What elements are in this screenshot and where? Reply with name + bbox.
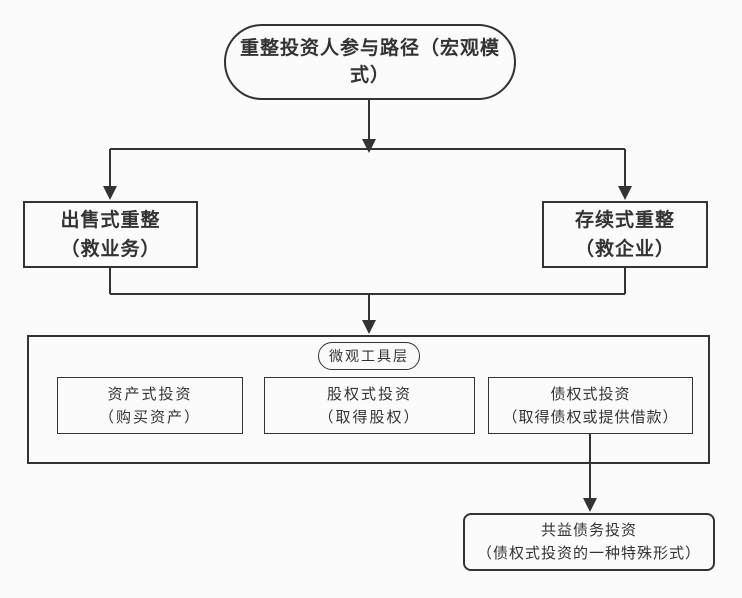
root-node: 重整投资人参与路径（宏观模 式） xyxy=(224,24,516,100)
sale-restructuring-sublabel: （救业务） xyxy=(60,237,161,260)
arrowhead-icon xyxy=(103,186,117,200)
arrowhead-icon xyxy=(362,139,376,153)
common-benefit-debt-label: 共益债务投资 xyxy=(540,521,637,539)
root-node-label-line2: 式） xyxy=(349,64,390,86)
going-concern-label: 存续式重整 xyxy=(574,208,675,231)
micro-tool-layer-label: 微观工具层 xyxy=(329,349,409,365)
asset-investment-sublabel: （购买资产） xyxy=(98,407,201,426)
arrowhead-icon xyxy=(618,186,632,200)
micro-tool-layer-badge: 微观工具层 xyxy=(318,342,420,370)
debt-investment-label: 债权式投资 xyxy=(550,384,631,403)
root-node-label-line1: 重整投资人参与路径（宏观模 xyxy=(239,37,500,59)
debt-investment-node: 债权式投资 （取得债权或提供借款） xyxy=(488,377,693,434)
going-concern-restructuring-node: 存续式重整 （救企业） xyxy=(542,201,708,268)
equity-investment-sublabel: （取得股权） xyxy=(318,407,421,426)
equity-investment-node: 股权式投资 （取得股权） xyxy=(264,377,475,434)
micro-tool-layer-container: 微观工具层 资产式投资 （购买资产） 股权式投资 （取得股权） 债权式投资 （取… xyxy=(27,335,710,464)
asset-investment-label: 资产式投资 xyxy=(107,384,193,403)
going-concern-sublabel: （救企业） xyxy=(574,237,675,260)
asset-investment-node: 资产式投资 （购买资产） xyxy=(57,377,243,434)
sale-restructuring-label: 出售式重整 xyxy=(60,208,161,231)
arrowhead-icon xyxy=(362,320,376,334)
equity-investment-label: 股权式投资 xyxy=(326,384,412,403)
common-benefit-debt-node: 共益债务投资 （债权式投资的一种特殊形式） xyxy=(463,513,715,571)
sale-restructuring-node: 出售式重整 （救业务） xyxy=(23,201,198,268)
debt-investment-sublabel: （取得债权或提供借款） xyxy=(502,407,679,426)
common-benefit-debt-sublabel: （债权式投资的一种特殊形式） xyxy=(476,544,701,562)
arrowhead-icon xyxy=(583,498,597,512)
